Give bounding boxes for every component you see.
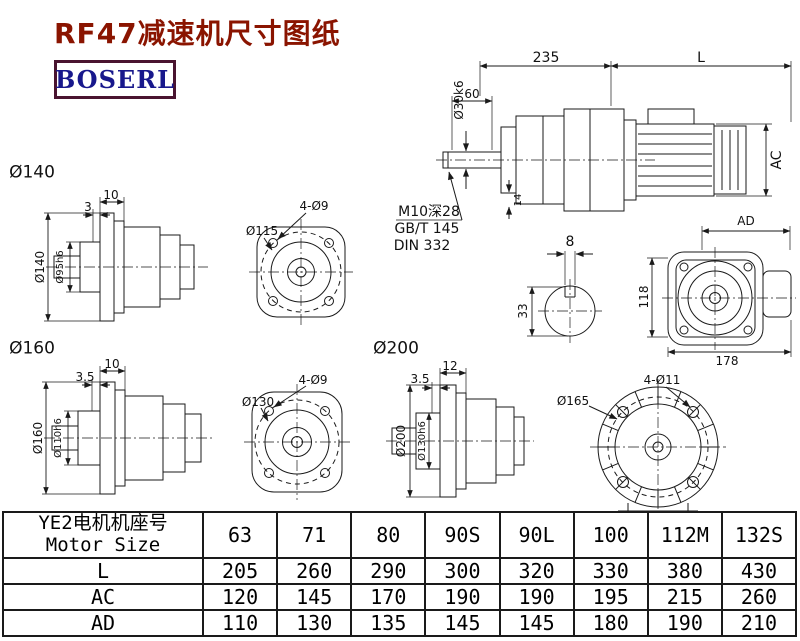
size-header-90L: 90L	[498, 511, 575, 559]
dim-140-3: 3	[84, 200, 92, 214]
table-cell: 290	[350, 557, 427, 585]
dim-shaft-dia: Ø30k6	[452, 80, 466, 120]
table-row-AC: AC 120 145 170 190 190 195 215 260	[2, 583, 798, 611]
dim-200-spigot: Ø130h6	[417, 421, 428, 461]
table-cell: 300	[424, 557, 501, 585]
dim-200-flange: Ø200	[394, 424, 408, 458]
table-cell: 190	[646, 609, 723, 637]
table-cell: 380	[646, 557, 723, 585]
boserl-logo: BOSERL	[54, 60, 176, 99]
note-gbt: GB/T 145	[394, 221, 460, 237]
row-label-AD: AD	[2, 609, 204, 637]
dim-130-circle: Ø130	[241, 395, 275, 409]
motor-rear-linework	[588, 379, 726, 512]
dim-130-holes: 4-Ø9	[298, 373, 328, 387]
dim-165-circle: Ø165	[556, 394, 590, 408]
page-title: RF47减速机尺寸图纸	[54, 17, 341, 50]
dim-160-spigot: Ø110h6	[53, 418, 64, 458]
size-header-80: 80	[350, 511, 427, 559]
heading-flange-200: Ø200	[373, 338, 419, 359]
table-header-row: YE2电机机座号 Motor Size 63 71 80 90S 90L 100…	[2, 511, 798, 559]
table-cell: 320	[498, 557, 575, 585]
table-cell: 145	[498, 609, 575, 637]
technical-drawing-linework	[42, 61, 796, 512]
table-cell: 430	[720, 557, 798, 585]
table-cell: 120	[201, 583, 279, 611]
dim-AD: AD	[737, 214, 755, 228]
front-115-linework	[249, 212, 353, 325]
dim-235: 235	[532, 50, 560, 66]
size-header-63: 63	[201, 511, 279, 559]
table-cell: 130	[276, 609, 353, 637]
dim-200-12: 12	[442, 359, 458, 373]
size-header-132S: 132S	[720, 511, 798, 559]
dim-200-35: 3.5	[410, 372, 430, 386]
table-cell: 205	[201, 557, 279, 585]
table-cell: 260	[276, 557, 353, 585]
table-cell: 135	[350, 609, 427, 637]
heading-flange-160: Ø160	[9, 338, 55, 359]
size-header-112M: 112M	[646, 511, 723, 559]
note-tap: M10深28	[398, 204, 460, 220]
heading-flange-140: Ø140	[9, 162, 55, 183]
table-cell: 145	[276, 583, 353, 611]
dim-14: 14	[513, 193, 524, 207]
motor-size-label-en: Motor Size	[45, 534, 161, 556]
table-cell: 190	[498, 583, 575, 611]
table-cell: 260	[720, 583, 798, 611]
dim-key-depth: 33	[516, 303, 530, 319]
motor-size-header-cell: YE2电机机座号 Motor Size	[2, 511, 204, 559]
table-row-L: L 205 260 290 300 320 330 380 430	[2, 557, 798, 585]
dim-115-holes: 4-Ø9	[299, 199, 329, 213]
dim-140-10: 10	[103, 188, 119, 202]
dim-140-spigot: Ø95h6	[55, 250, 66, 284]
flange-200-linework	[386, 368, 534, 498]
front-130-linework	[244, 384, 350, 500]
note-din: DIN 332	[393, 238, 451, 254]
flange-140-linework	[44, 197, 208, 322]
dim-AC: AC	[769, 150, 785, 170]
table-cell: 170	[350, 583, 427, 611]
dim-key-width: 8	[565, 234, 575, 250]
table-row-AD: AD 110 130 135 145 145 180 190 210	[2, 609, 798, 637]
dim-L: L	[697, 50, 705, 66]
rear-view-linework	[647, 247, 796, 357]
dim-140-flange: Ø140	[33, 250, 47, 284]
motor-size-label-cn: YE2电机机座号	[38, 512, 168, 535]
dim-115-circle: Ø115	[245, 224, 279, 238]
size-header-71: 71	[276, 511, 353, 559]
dim-60: 60	[464, 87, 480, 101]
table-cell: 330	[572, 557, 649, 585]
dim-178: 178	[715, 354, 739, 368]
dimension-table: YE2电机机座号 Motor Size 63 71 80 90S 90L 100…	[2, 511, 798, 637]
table-cell: 215	[646, 583, 723, 611]
dim-118: 118	[637, 285, 651, 309]
dim-160-35: 3.5	[75, 370, 95, 384]
row-label-AC: AC	[2, 583, 204, 611]
row-label-L: L	[2, 557, 204, 585]
dim-160-10: 10	[104, 357, 120, 371]
table-cell: 190	[424, 583, 501, 611]
table-cell: 180	[572, 609, 649, 637]
table-cell: 195	[572, 583, 649, 611]
size-header-90S: 90S	[424, 511, 501, 559]
table-cell: 210	[720, 609, 798, 637]
dim-160-flange: Ø160	[31, 421, 45, 455]
dim-165-holes: 4-Ø11	[643, 373, 681, 387]
side-view-linework	[396, 61, 792, 250]
shaft-section-linework	[527, 250, 602, 343]
size-header-100: 100	[572, 511, 649, 559]
table-cell: 110	[201, 609, 279, 637]
table-cell: 145	[424, 609, 501, 637]
flange-160-linework	[42, 366, 212, 495]
boserl-logo-text: BOSERL	[54, 65, 176, 94]
